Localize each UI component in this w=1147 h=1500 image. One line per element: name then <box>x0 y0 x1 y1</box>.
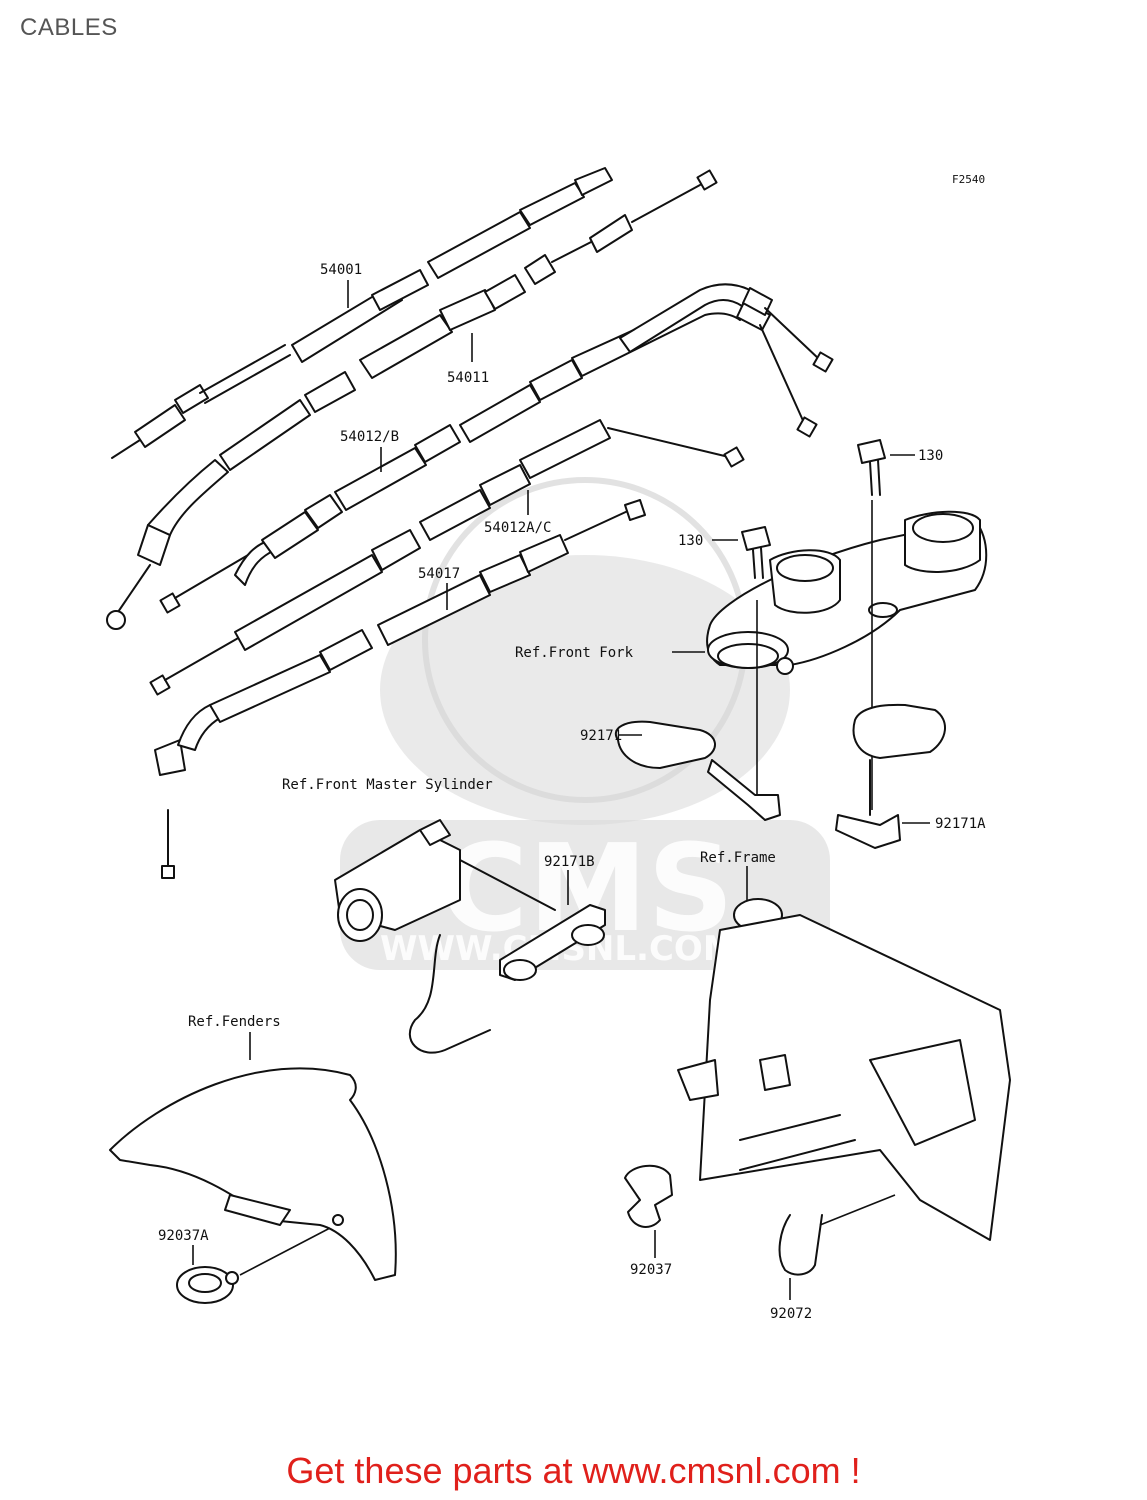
cable-54001[interactable] <box>111 167 613 459</box>
part-number[interactable]: 92072 <box>770 1306 812 1322</box>
parts-diagram: CMS WWW.CMSNL.COM <box>106 167 1011 1322</box>
reference-label: Ref.Fenders <box>188 1014 281 1030</box>
clamp-92171b[interactable] <box>408 904 606 1054</box>
part-number[interactable]: 54011 <box>447 370 489 386</box>
cable-54017[interactable] <box>149 419 745 696</box>
front-fork-top-bracket <box>706 510 988 675</box>
cable-54012a-c[interactable] <box>530 278 834 400</box>
cable-54011[interactable] <box>106 169 718 630</box>
grommet-92037a[interactable] <box>176 1227 331 1304</box>
leader-lines <box>192 280 930 1300</box>
part-number[interactable]: 54012/B <box>340 429 399 445</box>
clamp-92171a[interactable] <box>835 703 946 849</box>
reference-label: Ref.Frame <box>700 850 776 866</box>
bolt-130-right[interactable] <box>857 439 886 810</box>
part-number[interactable]: 54017 <box>418 566 460 582</box>
part-number[interactable]: 54012A/C <box>484 520 551 536</box>
part-number[interactable]: 130 <box>918 448 943 464</box>
cable-lower[interactable] <box>154 499 646 879</box>
part-number[interactable]: 92037 <box>630 1262 672 1278</box>
reference-label: Ref.Front Fork <box>515 645 634 661</box>
promo-footer-link[interactable]: Get these parts at www.cmsnl.com ! <box>286 1450 861 1491</box>
front-fender <box>109 1067 397 1281</box>
part-number[interactable]: 92171A <box>935 816 986 832</box>
bolt-130-left[interactable] <box>741 526 771 800</box>
part-number[interactable]: 54001 <box>320 262 362 278</box>
figure-code: F2540 <box>952 173 985 186</box>
front-master-cylinder <box>334 819 556 942</box>
part-number[interactable]: 92171 <box>580 728 622 744</box>
clamp-92171[interactable] <box>615 720 781 821</box>
page-title: CABLES <box>20 14 118 41</box>
clamp-92037[interactable] <box>624 1164 673 1228</box>
clamp-92072[interactable] <box>778 1194 896 1276</box>
frame <box>677 898 1011 1241</box>
part-number[interactable]: 130 <box>678 533 703 549</box>
part-number[interactable]: 92171B <box>544 854 595 870</box>
reference-label: Ref.Front Master Sylinder <box>282 777 493 793</box>
part-number[interactable]: 92037A <box>158 1228 209 1244</box>
